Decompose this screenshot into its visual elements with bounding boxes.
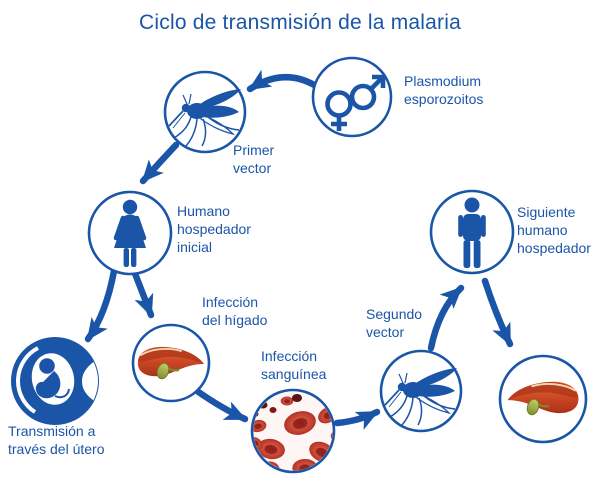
node-humano-inicial xyxy=(87,190,173,276)
arrow-higado-to-sangre xyxy=(193,387,249,423)
utero-label: Transmisión a través del útero xyxy=(8,423,105,457)
arrow-humano-inicial-to-higado xyxy=(130,267,155,319)
node-siguiente-humano xyxy=(429,189,515,275)
node-plasmodium xyxy=(311,56,393,138)
arrow-segundo-vector-to-siguiente-humano xyxy=(427,284,465,352)
male-figure-icon xyxy=(458,197,486,268)
arrow-sangre-to-segundo-vector xyxy=(333,408,381,430)
fetus-icon xyxy=(16,346,98,414)
node-segundo-vector xyxy=(379,349,463,433)
male-female-symbols-icon xyxy=(325,74,386,131)
humano-inicial-label: Humano hospedador inicial xyxy=(177,203,251,255)
node-utero xyxy=(11,337,99,425)
arrow-siguiente-humano-to-higado-siguiente xyxy=(481,277,514,348)
segundo-vector-label: Segundo vector xyxy=(366,306,423,340)
arrow-plasmodium-to-primer-vector xyxy=(246,69,320,93)
arrow-primer-vector-to-humano-inicial xyxy=(139,141,180,185)
node-sangre xyxy=(250,388,336,474)
plasmodium-label: Plasmodium esporozoitos xyxy=(404,73,484,107)
diagram-title: Ciclo de transmisión de la malaria xyxy=(139,11,461,34)
node-primer-vector xyxy=(163,70,247,154)
sangre-label: Infección sanguínea xyxy=(261,348,327,382)
primer-vector-label: Primer vector xyxy=(233,142,275,176)
female-figure-icon xyxy=(113,199,147,267)
higado-label: Infección del hígado xyxy=(202,294,268,328)
arrow-humano-inicial-to-utero xyxy=(84,267,118,343)
node-higado xyxy=(131,323,211,403)
node-higado-siguiente xyxy=(498,354,588,444)
siguiente-humano-label: Siguiente humano hospedador xyxy=(517,204,591,256)
